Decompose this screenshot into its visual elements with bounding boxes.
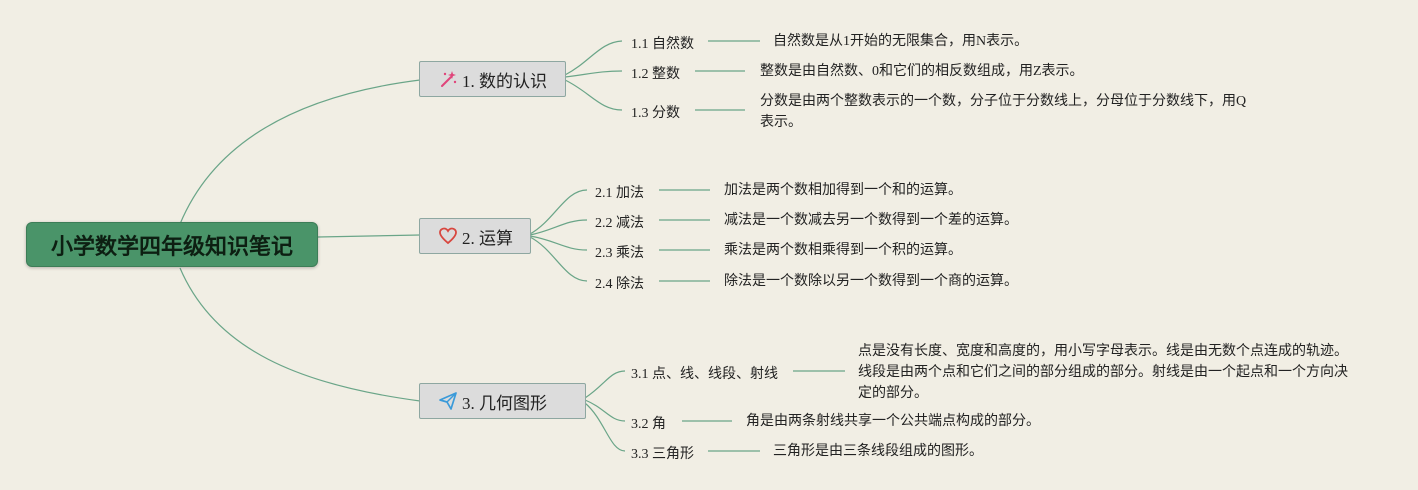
branch-number-recognition[interactable]: 1. 数的认识: [419, 61, 566, 97]
subtopic-label[interactable]: 3.3 三角形: [631, 447, 694, 462]
magic-wand-icon: [438, 69, 458, 89]
heart-icon: [438, 226, 458, 246]
subtopic-desc: 自然数是从1开始的无限集合，用N表示。: [773, 34, 1029, 49]
subtopic-label[interactable]: 1.2 整数: [631, 67, 680, 82]
subtopic-desc: 整数是由自然数、0和它们的相反数组成，用Z表示。: [760, 64, 1084, 79]
subtopic-label[interactable]: 2.4 除法: [595, 277, 644, 292]
branch-label: 3. 几何图形: [462, 393, 547, 413]
subtopic-desc: 减法是一个数减去另一个数得到一个差的运算。: [724, 213, 1018, 228]
subtopic-desc: 除法是一个数除以另一个数得到一个商的运算。: [724, 274, 1018, 289]
paper-plane-icon: [438, 391, 458, 411]
branch-geometry[interactable]: 3. 几何图形: [419, 383, 586, 419]
subtopic-label[interactable]: 2.3 乘法: [595, 246, 644, 261]
subtopic-desc: 分数是由两个整数表示的一个数，分子位于分数线上，分母位于分数线下，用Q表示。: [760, 94, 1247, 130]
branch-label: 1. 数的认识: [462, 71, 547, 91]
root-topic[interactable]: 小学数学四年级知识笔记: [26, 222, 318, 267]
subtopic-label[interactable]: 2.2 减法: [595, 216, 644, 231]
subtopic-label[interactable]: 3.1 点、线、线段、射线: [631, 367, 778, 382]
subtopic-desc: 点是没有长度、宽度和高度的，用小写字母表示。线是由无数个点连成的轨迹。线段是由两…: [858, 344, 1348, 401]
subtopic-label[interactable]: 3.2 角: [631, 417, 666, 432]
branch-operations[interactable]: 2. 运算: [419, 218, 531, 254]
subtopic-desc: 乘法是两个数相乘得到一个积的运算。: [724, 243, 962, 258]
subtopic-desc: 角是由两条射线共享一个公共端点构成的部分。: [746, 414, 1040, 429]
subtopic-label[interactable]: 2.1 加法: [595, 186, 644, 201]
subtopic-label[interactable]: 1.3 分数: [631, 106, 680, 121]
subtopic-desc: 三角形是由三条线段组成的图形。: [773, 444, 983, 459]
subtopic-label[interactable]: 1.1 自然数: [631, 37, 694, 52]
root-title: 小学数学四年级知识笔记: [50, 234, 293, 260]
branch-label: 2. 运算: [462, 228, 513, 248]
subtopic-desc: 加法是两个数相加得到一个和的运算。: [724, 183, 962, 198]
